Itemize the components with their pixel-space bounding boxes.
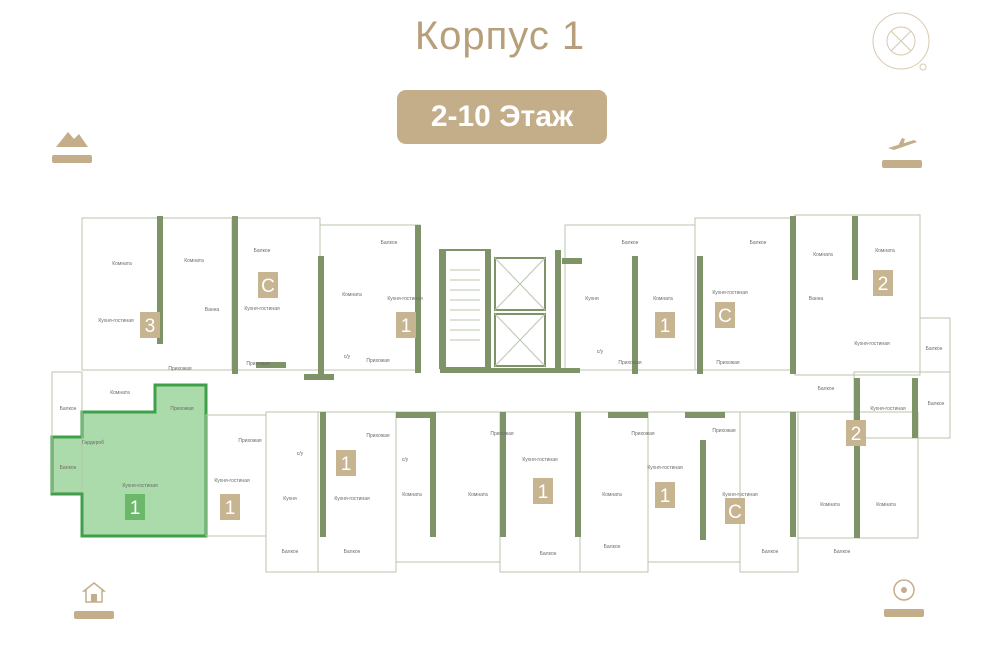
house-icon xyxy=(72,580,116,619)
svg-text:Прихожая: Прихожая xyxy=(170,406,193,412)
svg-text:Кухня-гостиная: Кухня-гостиная xyxy=(244,306,280,312)
svg-text:Кухня: Кухня xyxy=(283,496,297,502)
svg-text:Балкон: Балкон xyxy=(750,240,767,246)
svg-text:Комната: Комната xyxy=(653,296,673,302)
svg-text:Прихожая: Прихожая xyxy=(716,360,739,366)
svg-text:Балкон: Балкон xyxy=(928,401,945,407)
svg-text:Ванна: Ванна xyxy=(205,307,220,313)
svg-text:Балкон: Балкон xyxy=(254,248,271,254)
svg-text:Комната: Комната xyxy=(110,390,130,396)
svg-text:Балкон: Балкон xyxy=(60,406,77,412)
svg-text:Прихожая: Прихожая xyxy=(366,358,389,364)
svg-text:1: 1 xyxy=(538,482,549,503)
svg-text:Балкон: Балкон xyxy=(762,549,779,555)
svg-text:Кухня: Кухня xyxy=(585,296,599,302)
svg-text:Прихожая: Прихожая xyxy=(631,431,654,437)
svg-text:Балкон: Балкон xyxy=(834,549,851,555)
svg-text:Комната: Комната xyxy=(468,492,488,498)
svg-text:2: 2 xyxy=(878,274,889,295)
svg-text:Балкон: Балкон xyxy=(540,551,557,557)
svg-text:Балкон: Балкон xyxy=(818,386,835,392)
svg-text:Балкон: Балкон xyxy=(282,549,299,555)
svg-text:Комната: Комната xyxy=(402,492,422,498)
svg-text:с/у: с/у xyxy=(297,451,304,457)
svg-text:Прихожая: Прихожая xyxy=(618,360,641,366)
svg-text:Кухня-гостиная: Кухня-гостиная xyxy=(712,290,748,296)
svg-text:Комната: Комната xyxy=(602,492,622,498)
svg-text:Комната: Комната xyxy=(876,502,896,508)
svg-text:Кухня-гостиная: Кухня-гостиная xyxy=(522,457,558,463)
svg-text:Балкон: Балкон xyxy=(926,346,943,352)
svg-text:Кухня-гостиная: Кухня-гостиная xyxy=(870,406,906,412)
svg-text:Прихожая: Прихожая xyxy=(238,438,261,444)
svg-text:1: 1 xyxy=(660,486,671,507)
svg-text:Кухня-гостиная: Кухня-гостиная xyxy=(334,496,370,502)
svg-text:Балкон: Балкон xyxy=(604,544,621,550)
svg-text:Кухня-гостиная: Кухня-гостиная xyxy=(647,465,683,471)
svg-text:Комната: Комната xyxy=(112,261,132,267)
football-icon xyxy=(882,578,926,617)
svg-text:2: 2 xyxy=(851,424,862,445)
mountain-icon xyxy=(50,128,94,163)
svg-text:Комната: Комната xyxy=(184,258,204,264)
svg-text:с/у: с/у xyxy=(402,457,409,463)
svg-text:Кухня-гостиная: Кухня-гостиная xyxy=(854,341,890,347)
apt-type-tag: 3 С 1 1 С 2 1 1 1 1 1 С 2 xyxy=(125,270,893,524)
svg-text:Прихожая: Прихожая xyxy=(246,361,269,367)
svg-text:Комната: Комната xyxy=(820,502,840,508)
svg-text:С: С xyxy=(718,306,732,327)
svg-text:С: С xyxy=(728,502,742,523)
svg-text:с/у: с/у xyxy=(344,354,351,360)
floor-badge[interactable]: 2-10 Этаж xyxy=(397,90,607,144)
svg-text:Комната: Комната xyxy=(342,292,362,298)
svg-text:Комната: Комната xyxy=(875,248,895,254)
svg-text:Ванна: Ванна xyxy=(809,296,824,302)
svg-text:Прихожая: Прихожая xyxy=(366,433,389,439)
svg-text:с/у: с/у xyxy=(597,349,604,355)
svg-text:Прихожая: Прихожая xyxy=(712,428,735,434)
svg-text:Прихожая: Прихожая xyxy=(490,431,513,437)
airplane-icon xyxy=(880,135,924,168)
svg-text:Балкон: Балкон xyxy=(381,240,398,246)
svg-text:Кухня-гостиная: Кухня-гостиная xyxy=(122,483,158,489)
svg-text:1: 1 xyxy=(341,454,352,475)
svg-text:Гардероб: Гардероб xyxy=(82,440,104,446)
compass-icon xyxy=(872,12,930,71)
svg-text:Прихожая: Прихожая xyxy=(168,366,191,372)
svg-text:Балкон: Балкон xyxy=(344,549,361,555)
svg-text:1: 1 xyxy=(401,316,412,337)
svg-text:1: 1 xyxy=(660,316,671,337)
svg-text:Кухня-гостиная: Кухня-гостиная xyxy=(98,318,134,324)
svg-text:Кухня-гостиная: Кухня-гостиная xyxy=(214,478,250,484)
svg-text:Кухня-гостиная: Кухня-гостиная xyxy=(722,492,758,498)
svg-text:1: 1 xyxy=(225,498,236,519)
room-labels: Комната Комната Кухня-гостиная Ванна При… xyxy=(60,240,945,557)
svg-text:Балкон: Балкон xyxy=(622,240,639,246)
svg-text:Кухня-гостиная: Кухня-гостиная xyxy=(387,296,423,302)
svg-text:3: 3 xyxy=(145,316,156,337)
svg-text:1: 1 xyxy=(130,498,141,519)
svg-text:Балкон: Балкон xyxy=(60,465,77,471)
building-title: Корпус 1 xyxy=(414,14,586,58)
svg-text:С: С xyxy=(261,276,275,297)
svg-text:Комната: Комната xyxy=(813,252,833,258)
